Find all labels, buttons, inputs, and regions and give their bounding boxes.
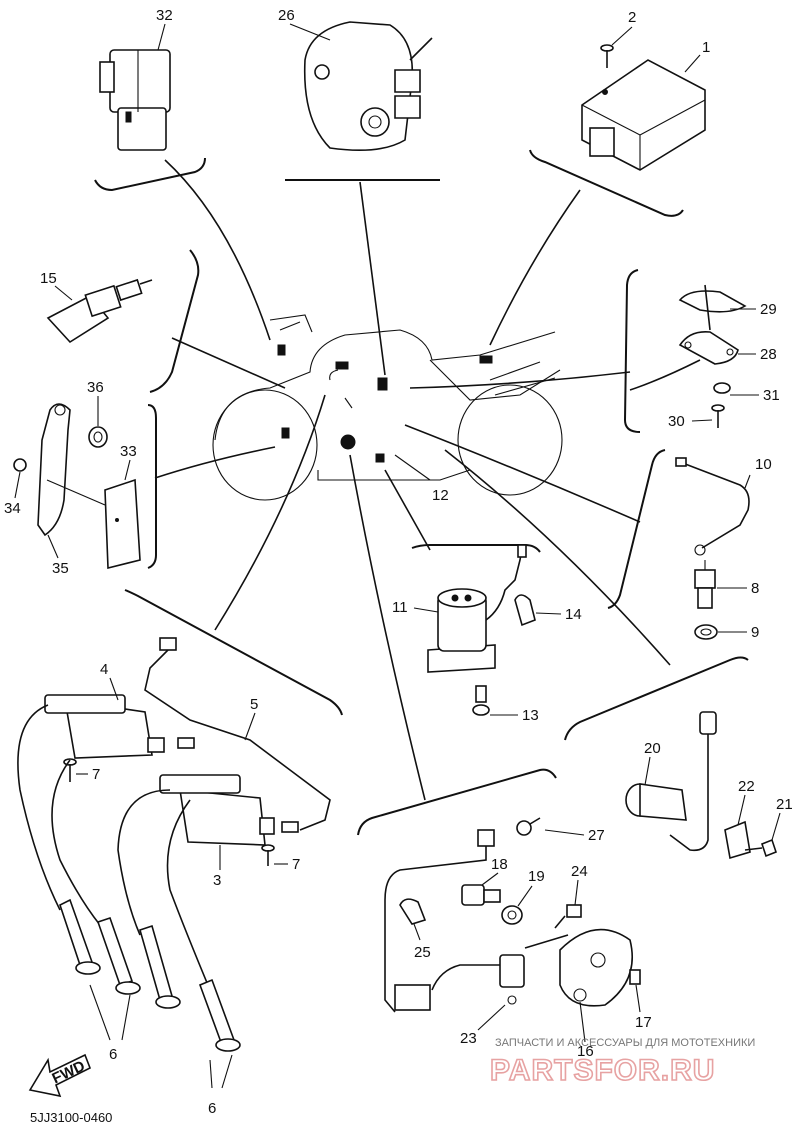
pad-33 [104, 478, 141, 570]
callout-25: 25 [414, 944, 431, 961]
gasket-9 [694, 624, 718, 640]
callout-30: 30 [668, 413, 685, 430]
callout-6a: 6 [109, 1046, 117, 1063]
bolt-7a [63, 758, 77, 782]
watermark-brand: PARTSFOR.RU [490, 1054, 715, 1087]
switch-8 [694, 560, 716, 609]
callout-2: 2 [628, 9, 636, 26]
callout-1: 1 [702, 39, 710, 56]
screw-30 [711, 404, 725, 428]
bolt-13 [472, 685, 490, 716]
callout-8: 8 [751, 580, 759, 597]
clamp-22 [724, 820, 751, 860]
plate-16 [524, 928, 634, 1007]
callout-35: 35 [52, 560, 69, 577]
callout-19: 19 [528, 868, 545, 885]
callout-26: 26 [278, 7, 295, 24]
callout-12: 12 [432, 487, 449, 504]
clamp-25 [399, 898, 427, 925]
callout-21: 21 [776, 796, 793, 813]
wire-harness-5 [144, 637, 331, 833]
callout-28: 28 [760, 346, 777, 363]
plug-caps-6 [17, 704, 241, 1089]
lead-10 [675, 457, 750, 556]
callout-10: 10 [755, 456, 772, 473]
bolt-18 [461, 884, 501, 906]
bracket-35 [37, 403, 106, 537]
callout-4: 4 [100, 661, 108, 678]
fwd-label: FWD [50, 1057, 88, 1087]
terminal-14 [514, 594, 536, 627]
screw-2 [600, 44, 614, 68]
washer-36 [88, 426, 108, 448]
callout-20: 20 [644, 740, 661, 757]
callout-3: 3 [213, 872, 221, 889]
callout-27: 27 [588, 827, 605, 844]
callout-29: 29 [760, 301, 777, 318]
callout-34: 34 [4, 500, 21, 517]
fwd-arrow-icon: FWD [28, 1053, 92, 1098]
callout-13: 13 [522, 707, 539, 724]
callout-15: 15 [40, 270, 57, 287]
callout-23: 23 [460, 1030, 477, 1047]
group-brackets [94, 149, 749, 836]
callout-22: 22 [738, 778, 755, 795]
bolt-21 [744, 838, 777, 858]
diagram-code: 5JJ3100-0460 [30, 1110, 112, 1125]
callout-24: 24 [571, 863, 588, 880]
pin-17 [629, 969, 641, 985]
callout-7a: 7 [92, 766, 100, 783]
relay-32 [99, 49, 171, 151]
float-29 [678, 284, 747, 331]
callout-17: 17 [635, 1014, 652, 1031]
callout-9: 9 [751, 624, 759, 641]
connector-27 [516, 817, 541, 836]
callout-14: 14 [565, 606, 582, 623]
sensor-15 [46, 278, 153, 344]
washer-31 [713, 382, 731, 394]
motorcycle-outline [212, 314, 563, 501]
watermark: ЗАПЧАСТИ И АКСЕССУАРЫ ДЛЯ МОТОТЕХНИКИ PA… [489, 1037, 755, 1088]
sensor-26 [303, 21, 433, 152]
callout-31: 31 [763, 387, 780, 404]
callout-6b: 6 [208, 1100, 216, 1117]
callout-36: 36 [87, 379, 104, 396]
callout-18: 18 [491, 856, 508, 873]
callout-5: 5 [250, 696, 258, 713]
harness-23 [384, 829, 525, 1013]
watermark-tagline: ЗАПЧАСТИ И АКСЕССУАРЫ ДЛЯ МОТОТЕХНИКИ [495, 1037, 755, 1049]
motor-11 [427, 544, 527, 673]
callout-32: 32 [156, 7, 173, 24]
ecu-1 [581, 59, 706, 171]
screw-24 [554, 904, 582, 929]
callout-numbers: 32 26 2 1 15 29 28 36 31 30 33 10 12 34 … [4, 7, 793, 1117]
leader-lines [154, 159, 671, 801]
callout-11: 11 [392, 599, 408, 616]
callout-7b: 7 [292, 856, 300, 873]
bolt-7b [261, 844, 275, 866]
gauge-28 [629, 330, 739, 391]
coil-3 [159, 774, 275, 846]
callout-33: 33 [120, 443, 137, 460]
washer-19 [501, 905, 523, 925]
callout-16: 16 [577, 1043, 594, 1060]
sensor-20 [625, 711, 717, 852]
nut-34 [13, 458, 27, 472]
coil-4 [44, 694, 165, 759]
